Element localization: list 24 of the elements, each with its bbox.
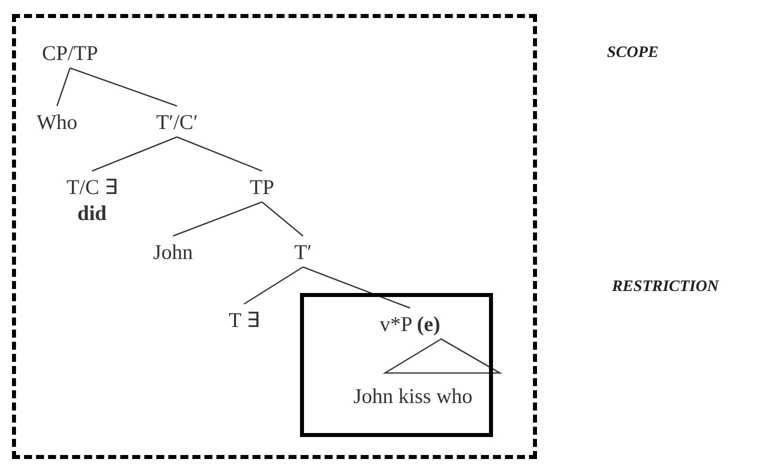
tree-node-label: CP/TP (34, 40, 106, 66)
branch-line (70, 67, 178, 107)
branch-line (92, 136, 178, 172)
solid-frame (300, 293, 493, 437)
region-label: RESTRICTION (612, 278, 719, 296)
tree-node-label: John kiss who (330, 383, 496, 409)
dashed-frame (12, 14, 537, 459)
tree-node-label: TP (242, 174, 282, 200)
tree-node-label: T ∃ (222, 307, 266, 333)
branch-line (262, 202, 304, 236)
tree-node-label: T/C ∃ (66, 174, 118, 200)
tree-node-label: John (145, 239, 201, 265)
triangle-roof (382, 338, 502, 374)
region-label: SCOPE (607, 44, 659, 62)
branch-line (172, 201, 262, 237)
word-label: did (76, 200, 108, 226)
tree-node-label: Who (28, 109, 86, 135)
tree-node-label: v*P (e) (358, 311, 462, 337)
tree-node-label: T′ (288, 239, 318, 265)
branch-line (176, 136, 262, 172)
tree-node-label: T′/C′ (145, 109, 209, 135)
branch-line (302, 266, 410, 309)
branch-line (244, 266, 304, 305)
branch-line (56, 68, 71, 106)
